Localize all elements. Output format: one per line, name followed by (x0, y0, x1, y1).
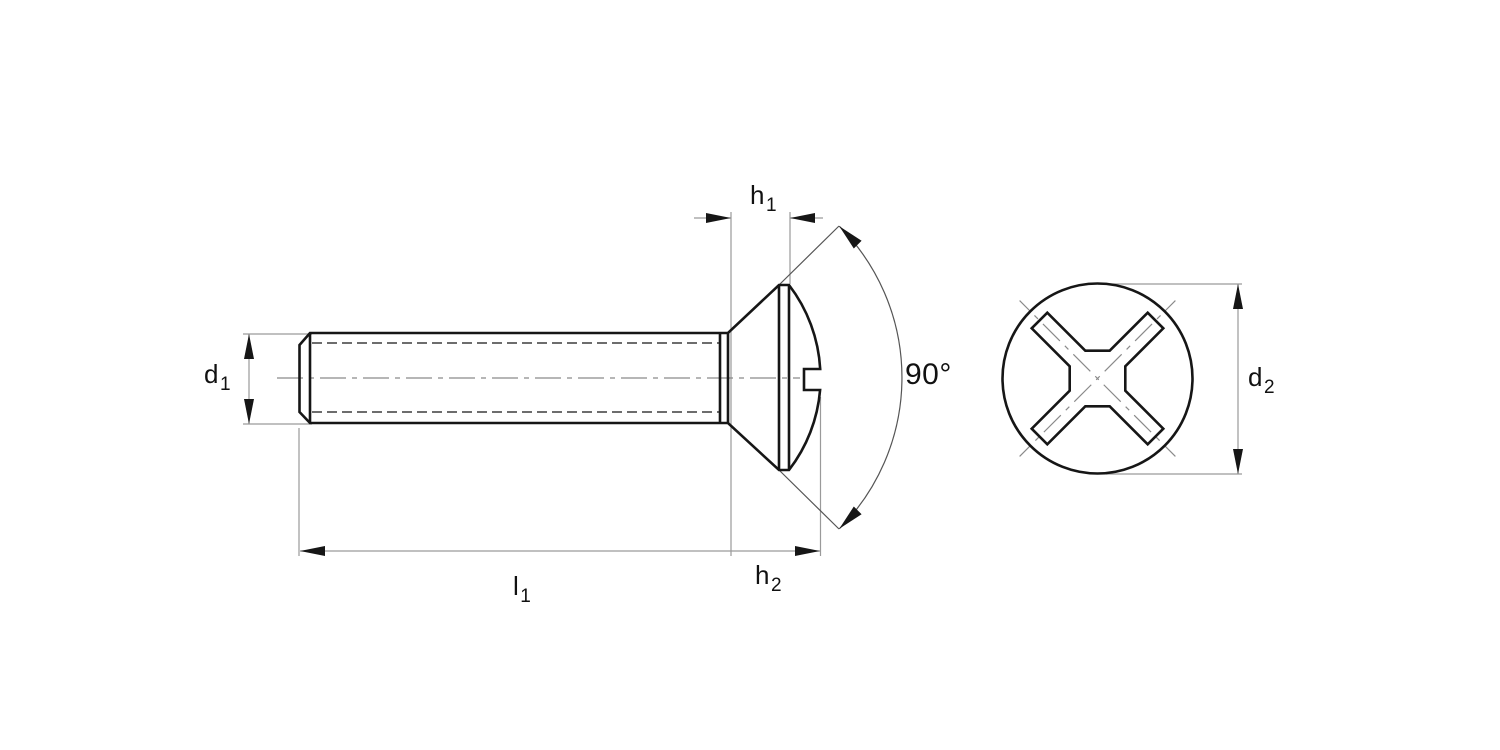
label-d2-subscript: 2 (1263, 377, 1276, 398)
label-l1-base: l (513, 571, 520, 601)
label-h2-subscript: 2 (770, 575, 783, 596)
head-outline-circle (1001, 282, 1194, 475)
angle-construction (778, 225, 903, 530)
d2-arrow-up (1233, 284, 1243, 309)
d1-extension-lines (243, 333, 312, 425)
label-d2: d2 (1248, 362, 1275, 397)
thread-hidden-lines (312, 342, 719, 413)
label-angle-90-value: 90° (905, 358, 952, 391)
angle-arc-arrow-bottom (839, 506, 862, 529)
screw-head-front-view (1001, 282, 1194, 475)
label-l1: l1 (513, 571, 531, 606)
recess-diagonal-centerline-ne-sw (1019, 300, 1176, 457)
label-h2-base: h (755, 560, 770, 590)
d1-arrow-up (244, 334, 254, 359)
h1-arrow-inward-left (790, 213, 815, 223)
l1-arrow-left (300, 546, 325, 556)
h2-arrow-right (795, 546, 820, 556)
phillips-cross-recess (1029, 310, 1166, 447)
cone-slant-extension-lines (778, 225, 840, 530)
label-d1-subscript: 1 (219, 374, 232, 395)
h1-arrow-inward-right (706, 213, 731, 223)
label-d2-base: d (1248, 362, 1263, 392)
thread-root-dashed-lines (312, 342, 719, 413)
label-d1-base: d (204, 359, 219, 389)
d2-extension-lines (1098, 283, 1242, 475)
screw-side-view (298, 283, 822, 472)
label-h2: h2 (755, 560, 782, 595)
dimension-arrowheads (244, 213, 1243, 556)
label-angle-90: 90° (905, 360, 952, 390)
angle-arc-arrow-top (839, 226, 862, 249)
label-l1-subscript: 1 (520, 586, 532, 607)
screw-interior-edges (308, 285, 791, 470)
angle-arc (838, 225, 903, 530)
extension-and-dimension-lines (243, 212, 1242, 556)
d1-arrow-down (244, 399, 254, 424)
centerlines (277, 300, 1176, 457)
label-h1-subscript: 1 (765, 195, 778, 216)
label-h1: h1 (750, 180, 777, 215)
screw-body-outline (298, 283, 822, 472)
label-h1-base: h (750, 180, 765, 210)
label-d1: d1 (204, 359, 231, 394)
d2-arrow-down (1233, 449, 1243, 474)
